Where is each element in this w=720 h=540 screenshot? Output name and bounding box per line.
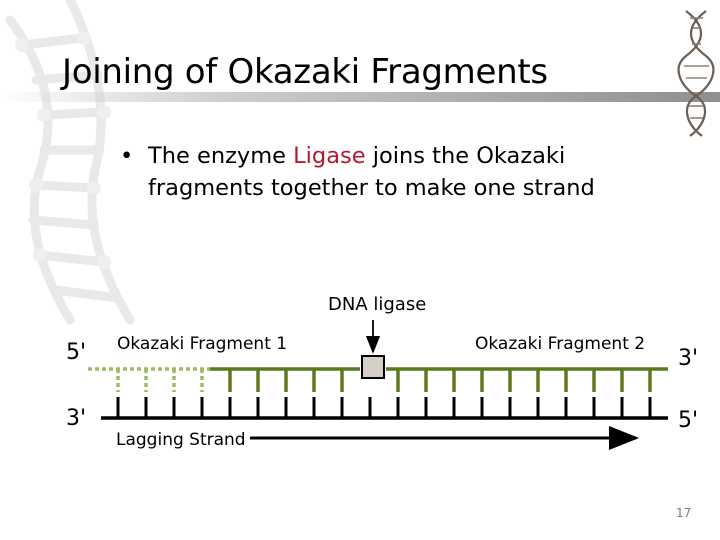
dna-ligase-box <box>362 356 384 378</box>
top-right-end-label: 3' <box>678 346 698 371</box>
fragment2-label: Okazaki Fragment 2 <box>475 334 645 354</box>
bottom-left-end-label: 3' <box>66 406 86 431</box>
fragment1-label: Okazaki Fragment 1 <box>117 334 287 354</box>
bottom-right-end-label: 5' <box>678 408 698 433</box>
template-base-ticks <box>118 397 650 418</box>
page-number: 17 <box>676 506 691 520</box>
top-left-end-label: 5' <box>66 340 86 365</box>
okazaki-fragment-1 <box>210 369 360 392</box>
lagging-strand-label: Lagging Strand <box>116 430 246 450</box>
fragment1-primer <box>88 369 210 392</box>
dna-ligase-label: DNA ligase <box>328 294 426 315</box>
okazaki-fragment-2 <box>386 369 668 392</box>
